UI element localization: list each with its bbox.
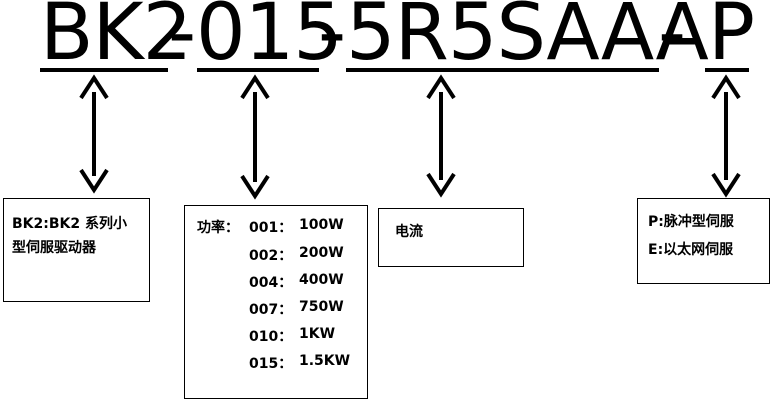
arrow-prefix xyxy=(79,74,109,194)
underline-prefix xyxy=(40,68,168,72)
series-line-2: 型伺服驱动器 xyxy=(12,240,96,256)
series-line-1: BK2:BK2 系列小 xyxy=(12,216,127,232)
code-current: 5R5SAAA xyxy=(346,0,709,78)
type-line-2: E:以太网伺服 xyxy=(648,242,734,258)
power-label: 功率： xyxy=(197,220,239,236)
power-code-010: 010： xyxy=(249,329,293,345)
underline-type xyxy=(705,68,749,72)
arrow-type xyxy=(711,74,741,198)
power-box: 功率： 001： 100W 002： 200W 004： 400W 007： 7… xyxy=(184,205,368,399)
power-code-002: 002： xyxy=(249,248,293,264)
power-value-010: 1KW xyxy=(299,326,336,342)
type-box: P:脉冲型伺服 E:以太网伺服 xyxy=(637,198,770,284)
power-value-004: 400W xyxy=(299,272,344,288)
current-box: 电流 xyxy=(378,208,524,267)
current-label: 电流 xyxy=(395,224,423,240)
type-line-1: P:脉冲型伺服 xyxy=(648,214,734,230)
power-code-001: 001： xyxy=(249,220,293,236)
code-type: P xyxy=(708,0,755,78)
power-value-015: 1.5KW xyxy=(299,353,351,369)
series-box: BK2:BK2 系列小 型伺服驱动器 xyxy=(3,198,150,302)
power-value-007: 750W xyxy=(299,299,344,315)
code-power: 015 xyxy=(196,0,343,78)
power-code-015: 015： xyxy=(249,356,293,372)
arrow-current xyxy=(426,74,456,198)
underline-power xyxy=(197,68,319,72)
code-dash-2: - xyxy=(318,0,346,78)
power-value-002: 200W xyxy=(299,245,344,261)
code-prefix: BK2 xyxy=(40,0,192,78)
power-code-004: 004： xyxy=(249,275,293,291)
underline-current xyxy=(346,68,659,72)
code-dash-1: - xyxy=(168,0,196,78)
code-dash-3: - xyxy=(658,0,686,78)
power-code-007: 007： xyxy=(249,302,293,318)
arrow-power xyxy=(240,74,270,200)
power-value-001: 100W xyxy=(299,217,344,233)
